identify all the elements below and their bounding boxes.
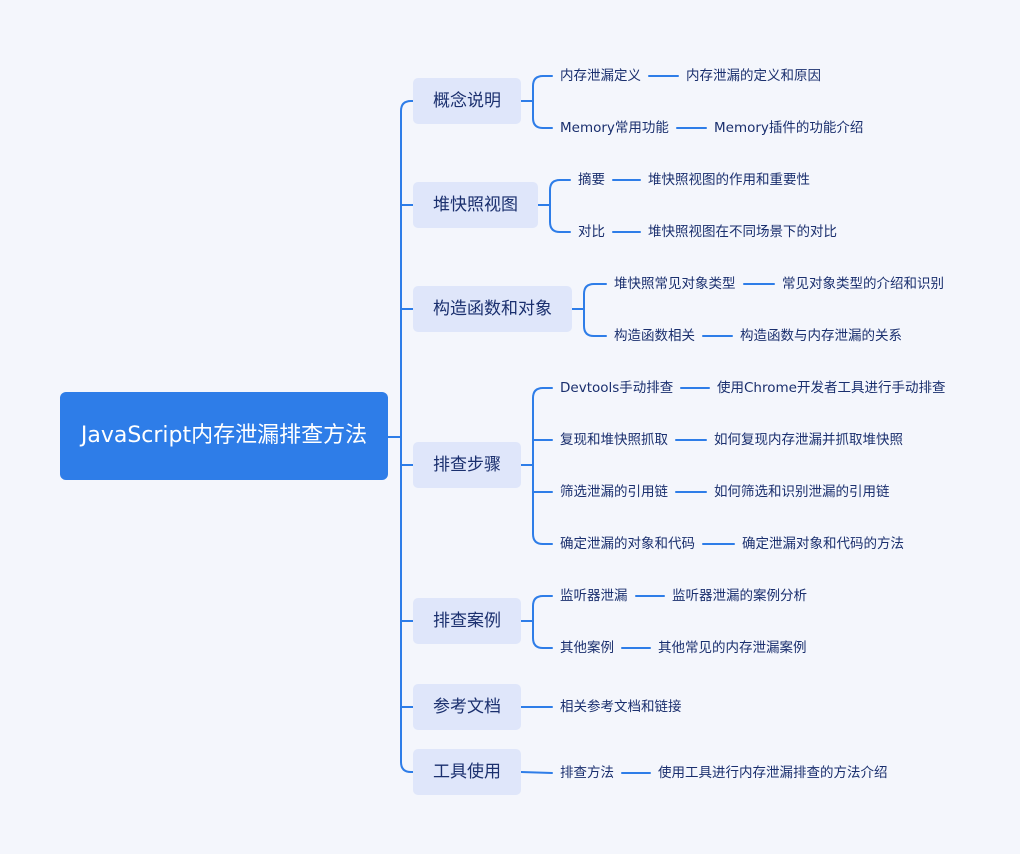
leaf-detail[interactable]: Memory插件的功能介绍 — [714, 120, 864, 136]
leaf-label[interactable]: 摘要 — [578, 172, 605, 188]
leaf-label[interactable]: 内存泄漏定义 — [560, 68, 641, 84]
leaf-detail[interactable]: 使用工具进行内存泄漏排查的方法介绍 — [658, 765, 888, 781]
leaf-label[interactable]: 堆快照常见对象类型 — [614, 276, 736, 292]
leaf-label[interactable]: 确定泄漏的对象和代码 — [560, 536, 695, 552]
leaf-detail[interactable]: 常见对象类型的介绍和识别 — [782, 276, 944, 292]
leaf-bracket — [532, 75, 544, 129]
branch-label: 堆快照视图 — [433, 195, 518, 215]
branch-label: 排查步骤 — [433, 455, 501, 475]
leaf-detail[interactable]: 堆快照视图在不同场景下的对比 — [648, 224, 837, 240]
leaf-detail[interactable]: 监听器泄漏的案例分析 — [672, 588, 807, 604]
leaf-detail[interactable]: 如何筛选和识别泄漏的引用链 — [714, 484, 890, 500]
leaf-label[interactable]: 对比 — [578, 224, 605, 240]
leaf-detail[interactable]: 其他常见的内存泄漏案例 — [658, 640, 807, 656]
leaf-detail[interactable]: 使用Chrome开发者工具进行手动排查 — [717, 380, 946, 396]
leaf-connector — [520, 771, 553, 774]
leaf-detail[interactable]: 确定泄漏对象和代码的方法 — [742, 536, 904, 552]
leaf-label[interactable]: 筛选泄漏的引用链 — [560, 484, 668, 500]
branch-label: 工具使用 — [433, 762, 501, 782]
leaf-label[interactable]: 复现和堆快照抓取 — [560, 432, 668, 448]
branch-cases[interactable]: 排查案例 — [413, 598, 521, 644]
root-node[interactable]: JavaScript内存泄漏排查方法 — [60, 392, 388, 480]
branch-label: 构造函数和对象 — [433, 299, 552, 319]
leaf-detail[interactable]: 堆快照视图的作用和重要性 — [648, 172, 810, 188]
leaf-label[interactable]: Memory常用功能 — [560, 120, 669, 136]
leaf-detail[interactable]: 内存泄漏的定义和原因 — [686, 68, 821, 84]
branch-label: 概念说明 — [433, 91, 501, 111]
branch-label: 参考文档 — [433, 697, 501, 717]
root-title: JavaScript内存泄漏排查方法 — [80, 423, 368, 448]
leaf-label[interactable]: 构造函数相关 — [614, 328, 695, 344]
leaf-bracket — [583, 283, 595, 337]
branch-tools[interactable]: 工具使用 — [413, 749, 521, 795]
branch-references[interactable]: 参考文档 — [413, 684, 521, 730]
branch-constructor[interactable]: 构造函数和对象 — [413, 286, 572, 332]
branch-concept[interactable]: 概念说明 — [413, 78, 521, 124]
leaf-label[interactable]: 相关参考文档和链接 — [560, 699, 682, 715]
leaf-label[interactable]: 排查方法 — [560, 765, 614, 781]
branch-label: 排查案例 — [433, 611, 501, 631]
leaf-detail[interactable]: 构造函数与内存泄漏的关系 — [740, 328, 902, 344]
leaf-label[interactable]: Devtools手动排查 — [560, 380, 674, 396]
leaf-detail[interactable]: 如何复现内存泄漏并抓取堆快照 — [714, 432, 903, 448]
leaf-bracket — [549, 179, 561, 233]
leaf-bracket — [532, 595, 544, 649]
trunk-line — [400, 100, 412, 773]
branch-steps[interactable]: 排查步骤 — [413, 442, 521, 488]
leaf-label[interactable]: 监听器泄漏 — [560, 588, 628, 604]
leaf-label[interactable]: 其他案例 — [560, 640, 614, 656]
leaf-bracket — [532, 387, 544, 545]
branch-heap-snapshot[interactable]: 堆快照视图 — [413, 182, 538, 228]
